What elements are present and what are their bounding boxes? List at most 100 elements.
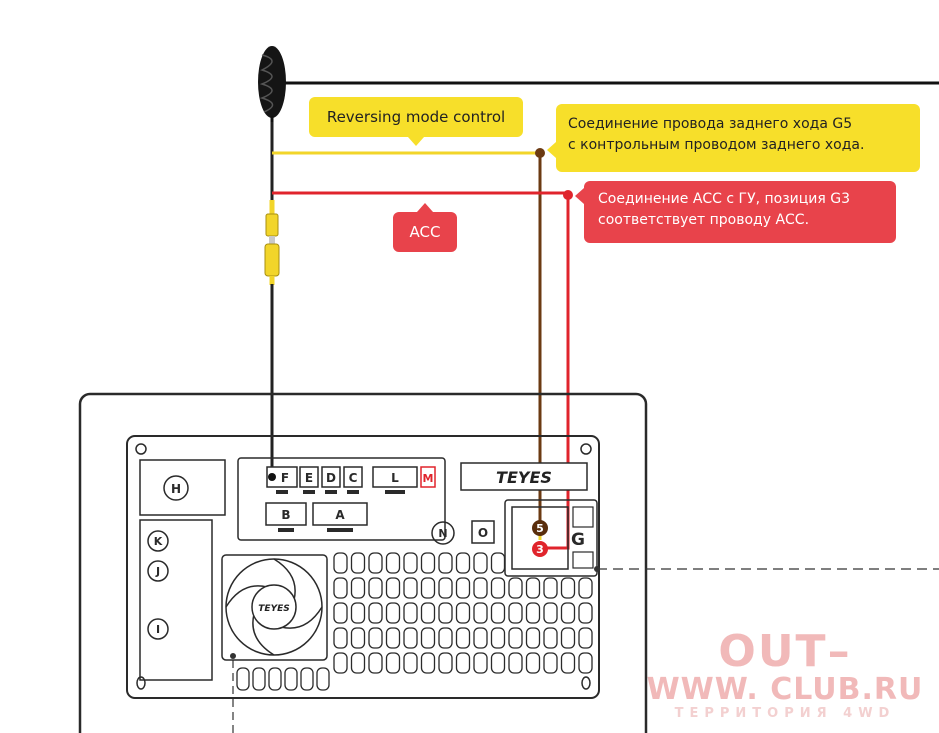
heatsink-fin bbox=[385, 552, 401, 574]
pin-3-marker bbox=[532, 541, 548, 557]
heatsink-fin bbox=[455, 627, 471, 649]
heatsink-fin bbox=[508, 602, 523, 624]
heatsink-fin bbox=[350, 577, 366, 599]
bottom-port bbox=[300, 667, 314, 691]
bottom-port bbox=[252, 667, 266, 691]
screw bbox=[580, 443, 592, 455]
connector-m: M bbox=[420, 466, 436, 488]
heatsink-fin bbox=[455, 602, 471, 624]
teyes-logo: TEYES bbox=[496, 468, 552, 487]
heatsink-fin bbox=[368, 577, 383, 599]
pin-5-label: 5 bbox=[536, 522, 544, 535]
heatsink-fin bbox=[525, 627, 541, 649]
heatsink-fin bbox=[403, 577, 418, 599]
connector-l: L bbox=[372, 466, 418, 494]
svg-text:M: M bbox=[423, 472, 434, 485]
heatsink-fin bbox=[560, 577, 576, 599]
left-panel-h bbox=[139, 459, 226, 516]
heatsink-fin bbox=[490, 552, 506, 574]
svg-text:L: L bbox=[391, 471, 399, 485]
heatsink-fin bbox=[508, 627, 523, 649]
acc-callout-line2: соответствует проводу АСС. bbox=[598, 212, 810, 228]
heatsink-fin bbox=[473, 552, 488, 574]
label-n: N bbox=[438, 527, 447, 540]
acc-tag-pointer bbox=[417, 203, 433, 212]
heatsink-fin bbox=[525, 652, 541, 674]
heatsink-fin bbox=[490, 577, 506, 599]
heatsink-fin bbox=[403, 552, 418, 574]
heatsink-fin bbox=[438, 602, 453, 624]
heatsink-fin bbox=[420, 552, 436, 574]
heatsink-fin bbox=[455, 577, 471, 599]
heatsink-fin bbox=[473, 652, 488, 674]
heatsink-fin bbox=[473, 602, 488, 624]
heatsink-fin bbox=[578, 602, 593, 624]
heatsink-fin bbox=[385, 577, 401, 599]
heatsink-fin bbox=[333, 552, 348, 574]
svg-text:A: A bbox=[335, 508, 345, 522]
connector-block bbox=[237, 457, 446, 541]
fan-logo: TEYES bbox=[258, 604, 289, 614]
heatsink-fin bbox=[368, 552, 383, 574]
svg-text:C: C bbox=[349, 471, 358, 485]
g5-junction-dot bbox=[535, 148, 545, 158]
connector-f: F bbox=[266, 466, 298, 494]
heatsink-fin bbox=[508, 652, 523, 674]
heatsink-fin bbox=[333, 577, 348, 599]
acc-tag: ACC bbox=[393, 212, 457, 252]
heatsink-fin bbox=[333, 652, 348, 674]
heatsink-fin bbox=[438, 552, 453, 574]
g-connector-outer bbox=[504, 499, 598, 577]
heatsink-fin bbox=[560, 652, 576, 674]
heatsink-fin bbox=[403, 652, 418, 674]
heatsink-fin bbox=[578, 577, 593, 599]
heatsink-fin bbox=[543, 602, 558, 624]
g5-callout-line2: с контрольным проводом заднего хода. bbox=[568, 137, 865, 153]
g-connector-inner bbox=[511, 506, 569, 570]
heatsink-fin bbox=[543, 652, 558, 674]
acc-callout-line1: Соединение АСС с ГУ, позиция G3 bbox=[598, 191, 851, 207]
watermark: OUT– WWW. CLUB.RU ТЕРРИТОРИЯ 4WD bbox=[640, 630, 930, 722]
heatsink-fin bbox=[455, 652, 471, 674]
heatsink-fin bbox=[420, 602, 436, 624]
bottom-port bbox=[316, 667, 330, 691]
optical-port bbox=[471, 520, 495, 544]
heatsink-fin bbox=[385, 602, 401, 624]
g5-connection-callout: Соединение провода заднего хода G5 с кон… bbox=[556, 104, 920, 172]
heatsink-fin bbox=[560, 627, 576, 649]
reversing-callout-pointer bbox=[408, 137, 424, 146]
label-j: J bbox=[155, 565, 160, 578]
f-pin-dot bbox=[268, 473, 276, 481]
svg-text:F: F bbox=[281, 471, 289, 485]
connector-e: E bbox=[299, 466, 319, 494]
heatsink-fin bbox=[350, 552, 366, 574]
heatsink-fins bbox=[333, 552, 593, 674]
heatsink-fin bbox=[350, 652, 366, 674]
heatsink-fin bbox=[350, 627, 366, 649]
red-wire bbox=[272, 191, 570, 550]
g5-callout-line1: Соединение провода заднего хода G5 bbox=[568, 116, 853, 132]
connector-c: C bbox=[343, 466, 363, 494]
rca-connector bbox=[264, 200, 280, 285]
heatsink-fin bbox=[455, 552, 471, 574]
heatsink-fin bbox=[525, 602, 541, 624]
heatsink-fin bbox=[560, 602, 576, 624]
heatsink-fin bbox=[420, 652, 436, 674]
heatsink-fin bbox=[420, 577, 436, 599]
bottom-port bbox=[236, 667, 250, 691]
reversing-mode-callout: Reversing mode control bbox=[309, 97, 523, 137]
label-o: O bbox=[478, 526, 488, 540]
heatsink-fin bbox=[368, 602, 383, 624]
cooling-fan: TEYES bbox=[221, 554, 328, 661]
svg-text:B: B bbox=[281, 508, 290, 522]
screw bbox=[581, 676, 591, 690]
teyes-plate bbox=[460, 462, 588, 491]
heatsink-fin bbox=[385, 652, 401, 674]
heatsink-fin bbox=[490, 602, 506, 624]
heatsink-fin bbox=[490, 627, 506, 649]
pin-3-label: 3 bbox=[536, 543, 544, 556]
pin-5-marker bbox=[532, 520, 548, 536]
heatsink-fin bbox=[508, 577, 523, 599]
heatsink-fin bbox=[350, 602, 366, 624]
